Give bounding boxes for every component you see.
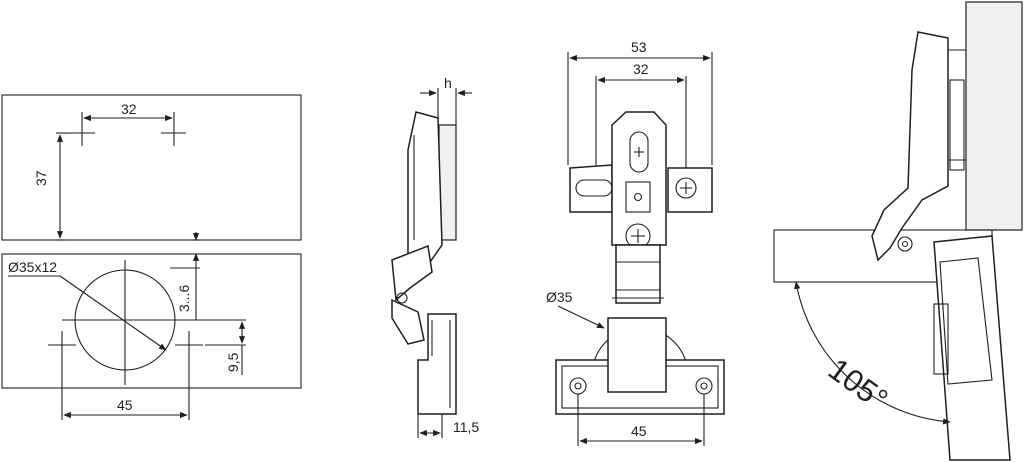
- opening-angle-arc: [794, 281, 951, 425]
- dim-label-53: 53: [631, 39, 647, 55]
- dim-edge-37: 37: [33, 132, 70, 241]
- door-hole-right: [175, 331, 203, 360]
- bore-centerlines: [62, 260, 190, 385]
- dim-span-45: 45: [61, 360, 190, 420]
- dim-edge-gap: 3...6: [170, 232, 200, 320]
- hinge-arm-open: [871, 31, 949, 262]
- dim-label-gap: 3...6: [176, 285, 192, 312]
- bore-diameter-leader: [59, 275, 167, 351]
- hinge-front-view: 53 32 Ø35: [546, 39, 725, 446]
- mounting-hole-left: [70, 120, 95, 146]
- door-hole-left: [48, 331, 76, 360]
- dim-label-32: 32: [121, 101, 137, 117]
- cabinet-side-panel: [1, 94, 302, 241]
- dim-label-cup: Ø35: [546, 289, 573, 305]
- dim-label-32-front: 32: [633, 61, 649, 77]
- drilling-layout-view: 32 37 Ø35x12 3...6: [1, 94, 302, 420]
- hinge-cup-front: [607, 317, 667, 393]
- dim-spacing-32: 32: [81, 101, 175, 122]
- hinge-open-angle-view: 105°: [773, 1, 1023, 461]
- dim-label-45-left: 45: [117, 397, 133, 413]
- dim-label-11-5: 11,5: [453, 419, 479, 435]
- dim-offset-9-5: 9,5: [190, 319, 246, 375]
- hinge-side-view: h 11,5: [391, 75, 479, 438]
- dim-label-bore: Ø35x12: [8, 259, 57, 275]
- dim-label-9-5: 9,5: [225, 352, 241, 372]
- cabinet-side-wall: [965, 1, 1023, 231]
- door-panel: [1, 253, 302, 389]
- dim-label-45-front: 45: [631, 423, 647, 439]
- mounting-hole-right: [161, 120, 186, 146]
- dim-label-h: h: [444, 75, 452, 91]
- dim-label-37: 37: [33, 170, 49, 186]
